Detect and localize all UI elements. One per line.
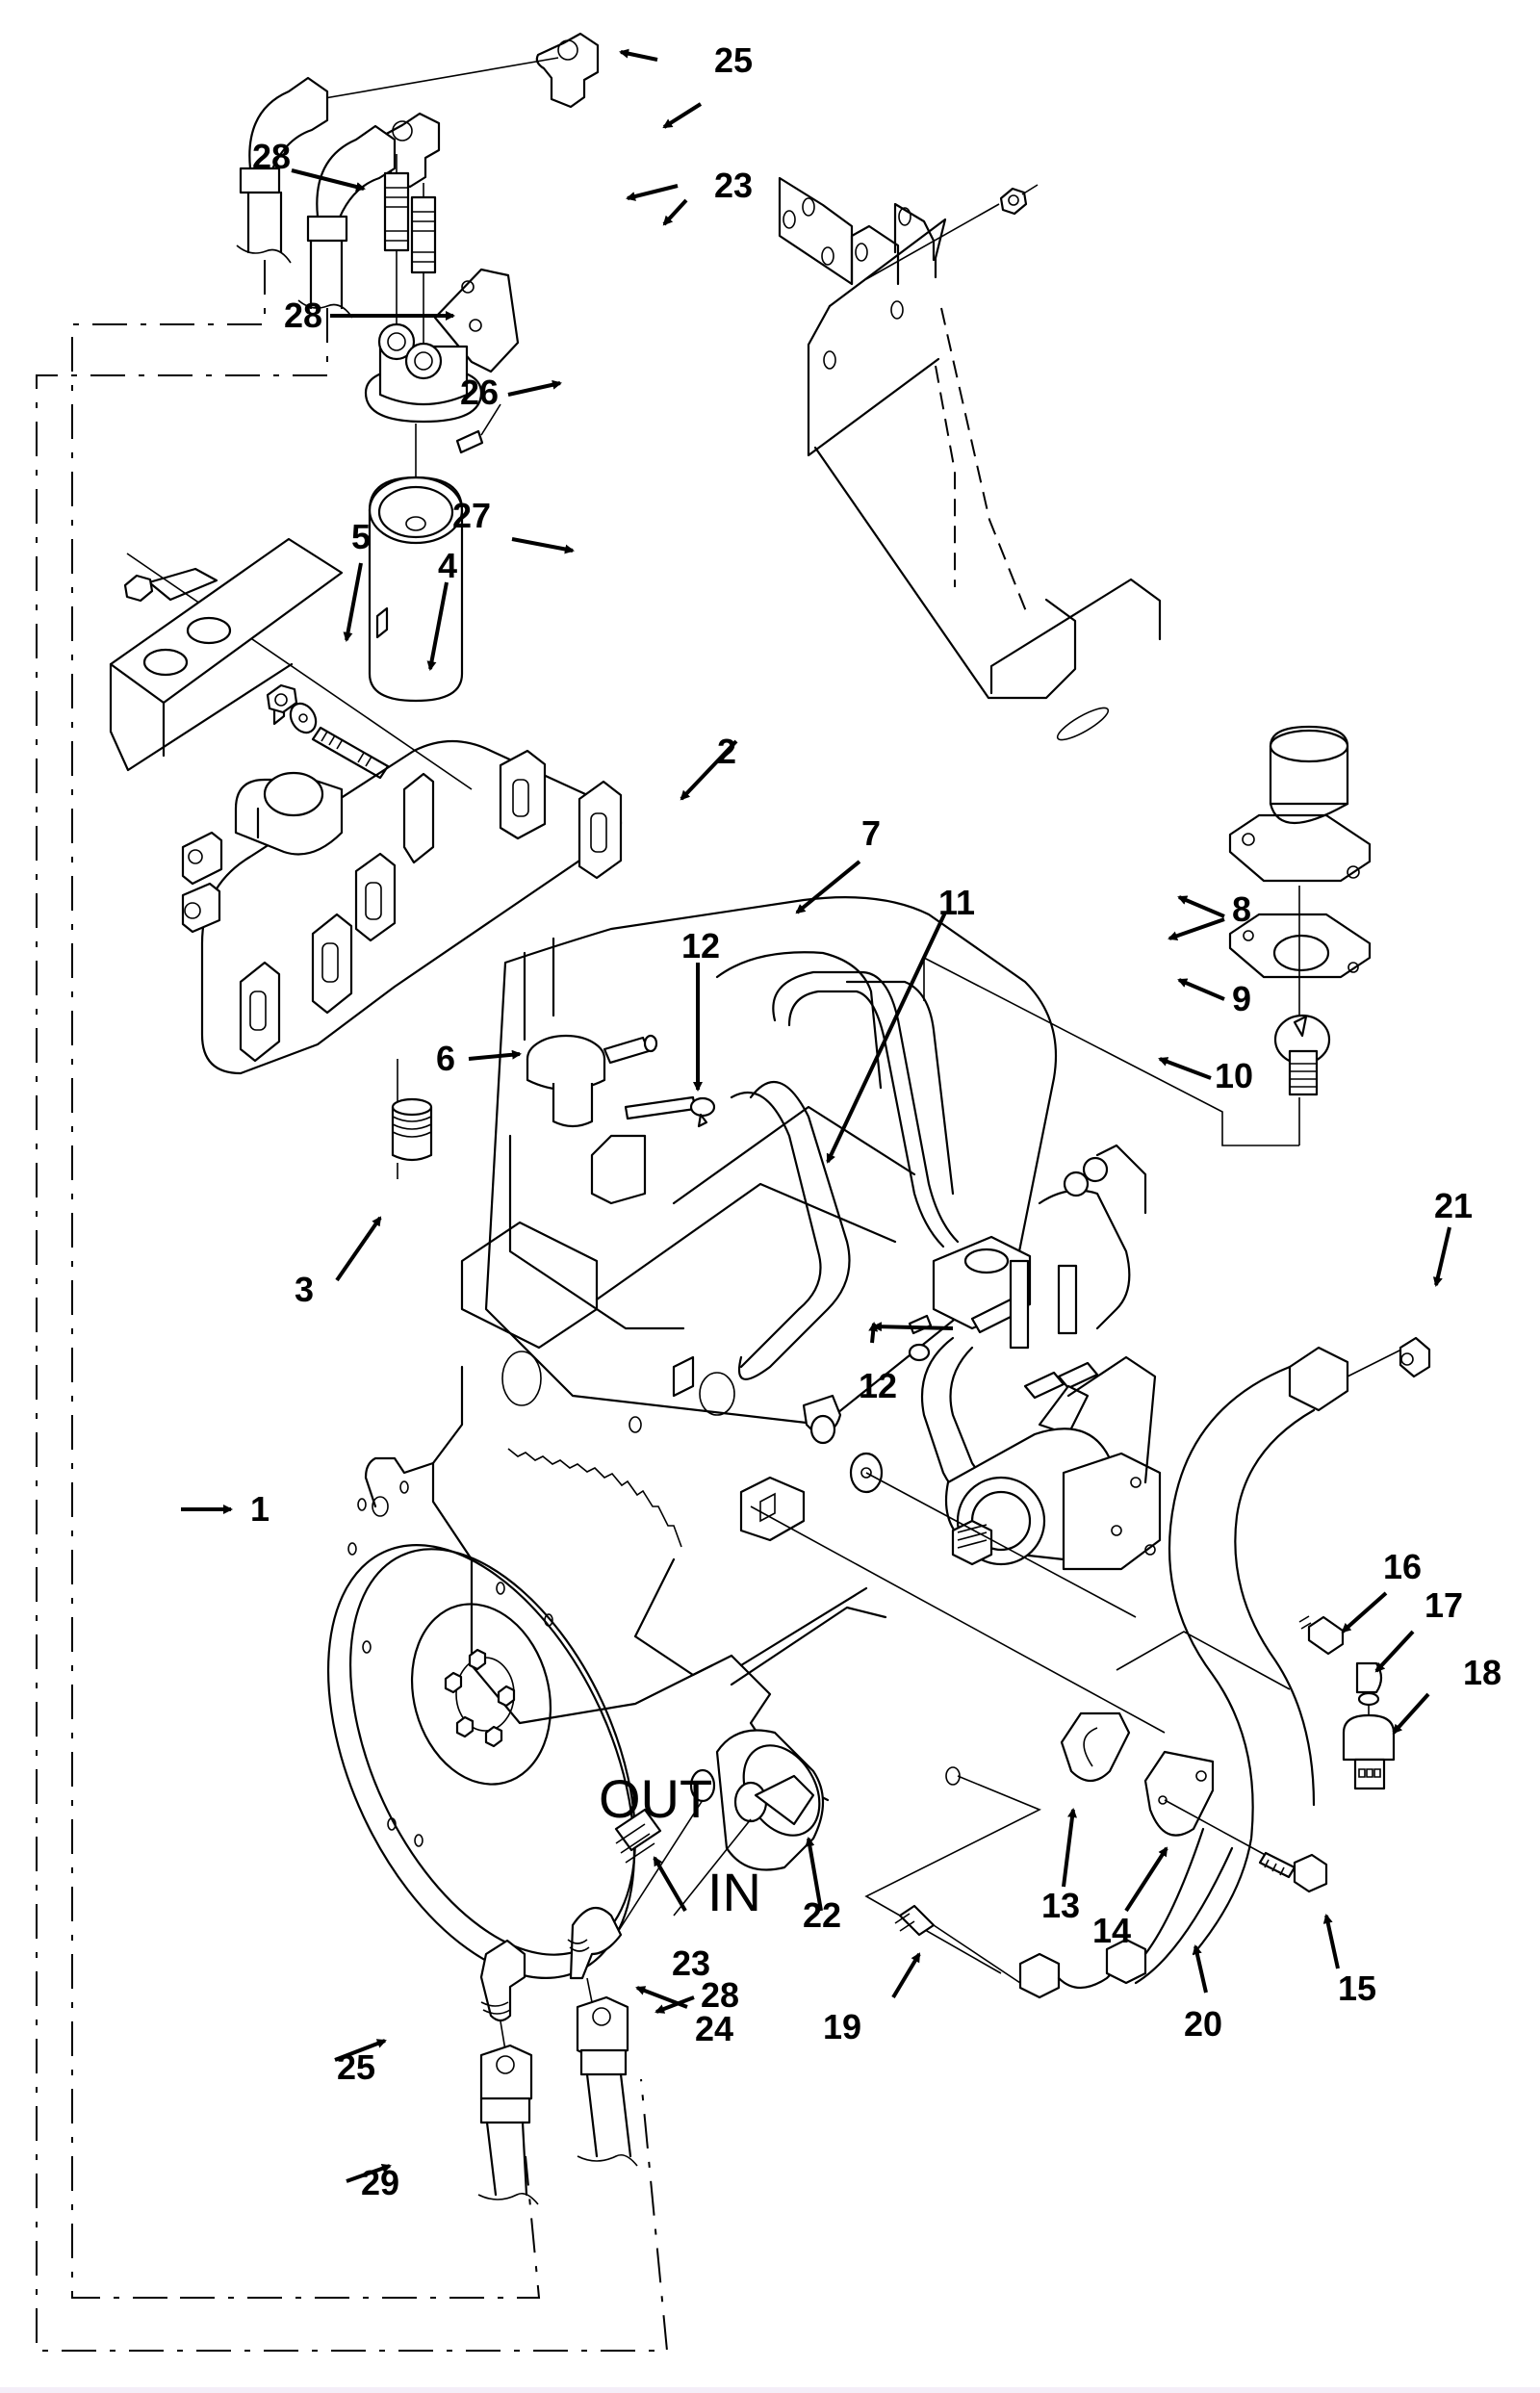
callout-21: 21 (1434, 1186, 1473, 1225)
callout-labels: 25 23 28 28 26 27 5 4 2 7 11 12 6 8 9 10… (250, 40, 1502, 2202)
callout-6: 6 (436, 1039, 455, 1078)
port-label-out: OUT (599, 1768, 712, 1829)
callout-7: 7 (861, 813, 881, 853)
callout-24: 24 (695, 2009, 733, 2048)
callout-28b: 28 (284, 296, 322, 335)
callout-12a: 12 (681, 926, 720, 965)
callout-1: 1 (250, 1489, 270, 1529)
oil-filter-adapter-group (477, 1729, 824, 2205)
callout-22: 22 (803, 1895, 841, 1935)
callout-11: 11 (938, 883, 975, 922)
thermostat-group (923, 725, 1372, 1146)
callout-2: 2 (717, 732, 736, 771)
callout-23b: 23 (672, 1943, 710, 1983)
port-label-in: IN (707, 1862, 761, 1922)
callout-13: 13 (1041, 1886, 1080, 1925)
callout-27: 27 (452, 496, 491, 535)
callout-10: 10 (1215, 1056, 1253, 1095)
callout-arrows (181, 48, 1451, 2183)
callout-8: 8 (1232, 889, 1251, 929)
callout-5: 5 (351, 517, 371, 556)
mounting-bracket (778, 176, 1162, 741)
fuel-pump-cover-group (1060, 1711, 1328, 1893)
callout-20: 20 (1184, 2004, 1222, 2044)
callout-16: 16 (1383, 1547, 1422, 1586)
callout-12b: 12 (859, 1366, 897, 1405)
callout-17: 17 (1424, 1585, 1463, 1625)
callout-29: 29 (361, 2163, 399, 2202)
callout-25a: 25 (714, 40, 753, 80)
callout-28a: 28 (252, 137, 291, 176)
callout-15: 15 (1338, 1968, 1376, 2008)
exhaust-manifold (181, 739, 623, 1179)
page-bottom-edge (0, 2387, 1540, 2393)
engine-block (364, 896, 1291, 1974)
phantom-routing-lines (36, 260, 669, 2352)
callout-14: 14 (1092, 1911, 1131, 1950)
heat-shield-group (109, 537, 473, 790)
lower-hose-group (894, 1336, 1431, 1999)
upper-hose-group (236, 32, 600, 354)
callout-3: 3 (295, 1270, 314, 1309)
callout-4: 4 (438, 546, 457, 585)
callout-25b: 25 (337, 2047, 375, 2087)
callout-26: 26 (460, 373, 499, 412)
callout-19: 19 (823, 2007, 861, 2046)
callout-9: 9 (1232, 979, 1251, 1018)
oil-filter-group (364, 268, 520, 703)
flywheel (326, 1448, 682, 1979)
callout-28c: 28 (701, 1975, 739, 2015)
callout-23a: 23 (714, 166, 753, 205)
callout-18: 18 (1463, 1653, 1502, 1692)
